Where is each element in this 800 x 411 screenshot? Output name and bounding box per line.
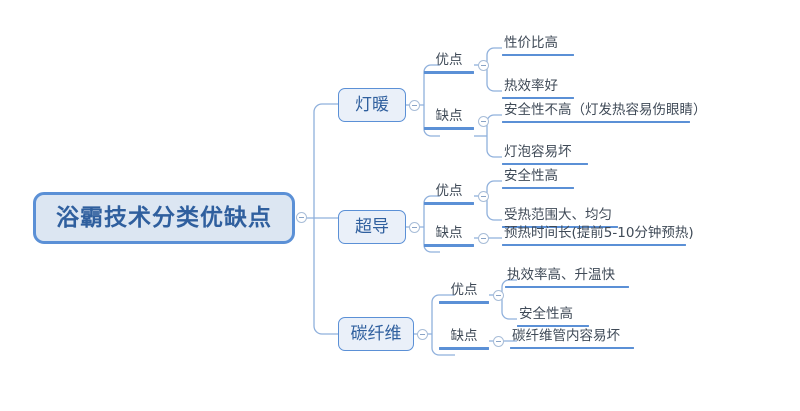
group-underline [439, 300, 489, 304]
collapse-toggle-tanxianwei[interactable] [417, 329, 428, 340]
collapse-toggle-dengnuan-quedian[interactable] [478, 116, 489, 127]
collapse-toggle-dengnuan-youdian[interactable] [478, 60, 489, 71]
leaf-node-anquanxinggao-tanxianwei[interactable]: 安全性高 [517, 306, 589, 327]
branch-node-label: 碳纤维 [350, 323, 402, 344]
leaf-node-shourefanweida[interactable]: 受热范围大、均匀 [502, 207, 618, 228]
group-node-label: 优点 [435, 183, 463, 199]
leaf-underline [502, 225, 618, 228]
leaf-underline [502, 96, 574, 99]
collapse-toggle-root[interactable] [296, 212, 307, 223]
leaf-underline [517, 324, 589, 327]
group-underline [424, 243, 474, 247]
group-underline [439, 346, 489, 350]
group-node-chaodao-youdian[interactable]: 优点 [424, 183, 474, 205]
leaf-node-label: 安全性不高（灯发热容易伤眼睛） [504, 102, 707, 118]
branch-node-tanxianwei[interactable]: 碳纤维 [338, 317, 414, 351]
leaf-node-label: 受热范围大、均匀 [504, 207, 612, 223]
collapse-toggle-chaodao-youdian[interactable] [478, 191, 489, 202]
leaf-node-label: 灯泡容易坏 [504, 144, 572, 160]
leaf-underline [502, 186, 574, 189]
collapse-toggle-chaodao-quedian[interactable] [478, 233, 489, 244]
branch-node-label: 灯暖 [355, 94, 389, 115]
group-node-tanxianwei-youdian[interactable]: 优点 [439, 282, 489, 304]
leaf-underline [505, 285, 629, 288]
leaf-node-label: 性价比高 [504, 35, 558, 51]
collapse-toggle-chaodao[interactable] [409, 222, 420, 233]
group-underline [424, 201, 474, 205]
group-node-label: 优点 [450, 282, 478, 298]
leaf-underline [502, 162, 588, 165]
root-node-label: 浴霸技术分类优缺点 [56, 204, 272, 231]
collapse-toggle-dengnuan[interactable] [409, 100, 420, 111]
leaf-node-label: 执效率高、升温快 [507, 267, 615, 283]
group-node-chaodao-quedian[interactable]: 缺点 [424, 225, 474, 247]
leaf-underline [502, 243, 686, 246]
leaf-underline [510, 346, 634, 349]
group-node-tanxianwei-quedian[interactable]: 缺点 [439, 328, 489, 350]
group-node-label: 缺点 [435, 108, 463, 124]
leaf-node-label: 热效率好 [504, 78, 558, 94]
leaf-node-xingjiabigao[interactable]: 性价比高 [502, 35, 574, 56]
root-node[interactable]: 浴霸技术分类优缺点 [33, 192, 295, 244]
leaf-node-anquanxinggao-chaodao[interactable]: 安全性高 [502, 168, 574, 189]
group-node-label: 缺点 [450, 328, 478, 344]
branch-node-dengnuan[interactable]: 灯暖 [338, 88, 406, 122]
group-underline [424, 70, 474, 74]
group-node-dengnuan-youdian[interactable]: 优点 [424, 52, 474, 74]
group-node-dengnuan-quedian[interactable]: 缺点 [424, 108, 474, 130]
leaf-node-rexiaolügao-shengwenkuai[interactable]: 执效率高、升温快 [505, 267, 629, 288]
collapse-toggle-tanxianwei-quedian[interactable] [493, 336, 504, 347]
leaf-node-label: 安全性高 [519, 306, 573, 322]
leaf-underline [502, 53, 574, 56]
branch-node-label: 超导 [355, 216, 389, 237]
leaf-underline [502, 120, 690, 123]
group-node-label: 优点 [435, 52, 463, 68]
leaf-node-dengpaorongyihuai[interactable]: 灯泡容易坏 [502, 144, 588, 165]
group-underline [424, 126, 474, 130]
leaf-node-yureshijianchang[interactable]: 预热时间长(提前5-10分钟预热) [502, 225, 694, 246]
leaf-node-label: 碳纤维管内容易坏 [512, 328, 620, 344]
leaf-node-label: 安全性高 [504, 168, 558, 184]
group-node-label: 缺点 [435, 225, 463, 241]
leaf-node-anquanxingbugao[interactable]: 安全性不高（灯发热容易伤眼睛） [502, 102, 707, 123]
leaf-node-tanxianweiguan[interactable]: 碳纤维管内容易坏 [510, 328, 634, 349]
collapse-toggle-tanxianwei-youdian[interactable] [493, 290, 504, 301]
leaf-node-label: 预热时间长(提前5-10分钟预热) [504, 225, 694, 241]
leaf-node-rexiaolühao[interactable]: 热效率好 [502, 78, 574, 99]
branch-node-chaodao[interactable]: 超导 [338, 210, 406, 244]
